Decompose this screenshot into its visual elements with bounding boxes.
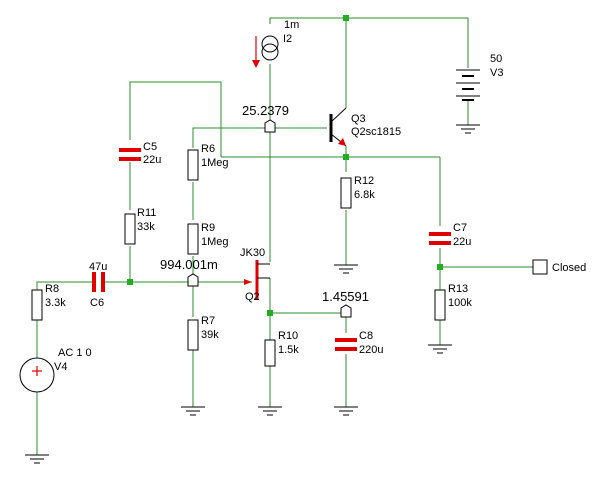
transistor-q3: Q3 Q2sc1815 <box>329 107 401 147</box>
c6-value: 47u <box>89 261 107 273</box>
c7-value: 22u <box>453 236 471 248</box>
c8-value: 220u <box>359 344 383 356</box>
resistor-r13: R13 100k <box>434 283 472 321</box>
c6-name: C6 <box>90 297 104 309</box>
junction-dots <box>127 15 443 316</box>
r13-value: 100k <box>448 297 472 309</box>
r13-name: R13 <box>448 283 468 295</box>
resistor-r9: R9 1Meg <box>187 222 229 255</box>
i2-value: 1m <box>284 19 299 31</box>
i2-name: I2 <box>283 33 292 45</box>
current-source-i2: 1m I2 <box>252 19 299 68</box>
q3-name: Q3 <box>351 113 366 125</box>
transistor-q2: JK30 Q2 <box>240 247 270 303</box>
ground-r10 <box>258 406 282 416</box>
resistor-r11: R11 33k <box>124 207 156 245</box>
capacitor-c5: C5 22u <box>119 141 161 166</box>
r8-name: R8 <box>45 283 59 295</box>
probe-q2-source[interactable]: 1.45591 <box>322 289 369 318</box>
ground-v4 <box>25 454 49 464</box>
r8-value: 3.3k <box>45 297 66 309</box>
arrow-down-icon <box>252 60 260 68</box>
ground-c8 <box>334 406 358 416</box>
q2-model: JK30 <box>240 247 265 259</box>
capacitor-c6: 47u C6 <box>89 261 107 309</box>
gate-arrow-icon <box>244 279 252 285</box>
r6-name: R6 <box>201 143 215 155</box>
r12-value: 6.8k <box>354 189 375 201</box>
r12-name: R12 <box>354 175 374 187</box>
resistor-r10: R10 1.5k <box>264 330 299 367</box>
voltage-source-v4: AC 1 0 V4 <box>19 347 92 393</box>
capacitor-c7: C7 22u <box>429 222 471 248</box>
c5-value: 22u <box>143 154 161 166</box>
v4-value: AC 1 0 <box>58 347 92 359</box>
ground-r12 <box>334 264 358 274</box>
r9-name: R9 <box>201 222 215 234</box>
probe-voltage-3: 1.45591 <box>322 289 369 304</box>
ground-v3 <box>456 124 480 134</box>
probe-q2-gate[interactable]: 994.001m <box>160 257 218 287</box>
output-switch[interactable]: Closed <box>532 259 586 275</box>
switch-label: Closed <box>552 262 586 274</box>
voltage-source-v3: 50 V3 <box>456 53 503 101</box>
probe-voltage-2: 994.001m <box>160 257 218 272</box>
c5-name: C5 <box>143 141 157 153</box>
r9-value: 1Meg <box>201 236 229 248</box>
v4-name: V4 <box>54 361 67 373</box>
ground-r7 <box>181 406 205 416</box>
r10-value: 1.5k <box>278 344 299 356</box>
r10-name: R10 <box>278 330 298 342</box>
resistor-r12: R12 6.8k <box>340 175 375 209</box>
v3-name: V3 <box>490 67 503 79</box>
r11-name: R11 <box>137 207 156 219</box>
c7-name: C7 <box>453 222 467 234</box>
q3-model: Q2sc1815 <box>351 126 401 138</box>
resistor-r6: R6 1Meg <box>187 143 229 181</box>
r11-value: 33k <box>137 221 155 233</box>
r7-value: 39k <box>201 329 219 341</box>
v3-value: 50 <box>490 53 502 65</box>
r6-value: 1Meg <box>201 157 229 169</box>
resistor-r7: R7 39k <box>187 315 219 351</box>
q2-name: Q2 <box>245 291 260 303</box>
emitter-arrow-icon <box>338 138 346 146</box>
ground-r13 <box>428 344 452 354</box>
capacitor-c8: C8 220u <box>335 330 383 356</box>
probe-voltage-1: 25.2379 <box>242 103 289 118</box>
probe-q3-base[interactable]: 25.2379 <box>242 103 289 133</box>
wires <box>36 17 533 455</box>
resistor-r8: R8 3.3k <box>31 283 66 321</box>
r7-name: R7 <box>201 315 215 327</box>
c8-name: C8 <box>359 330 373 342</box>
